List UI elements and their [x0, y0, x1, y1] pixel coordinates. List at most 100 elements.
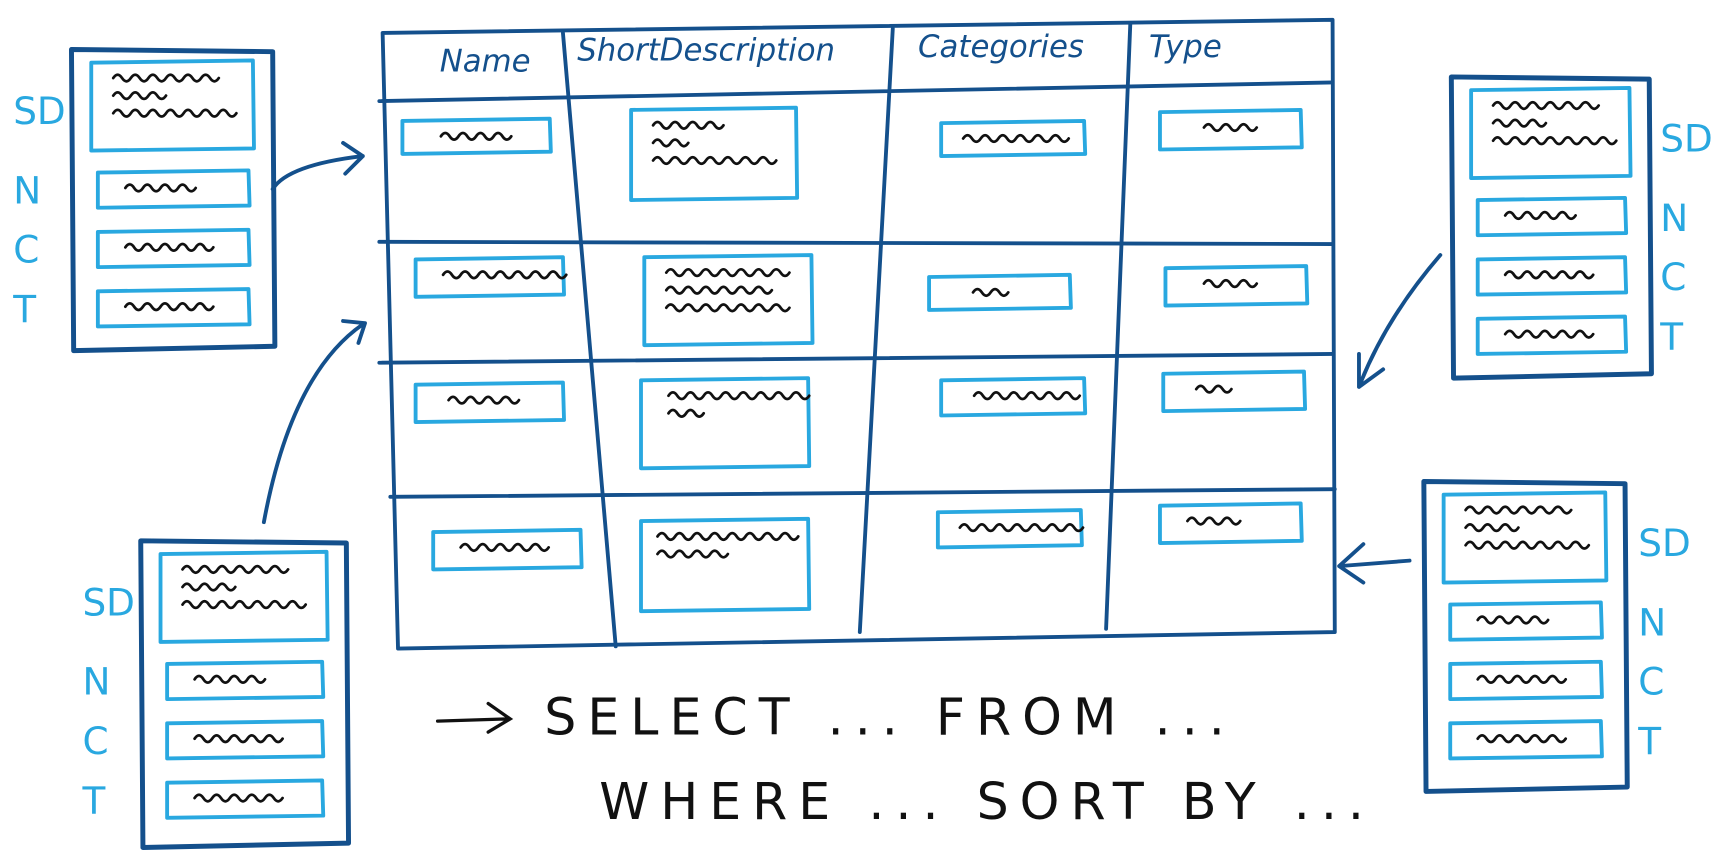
- table-sketch: [377, 17, 1337, 651]
- scribble: [1503, 270, 1595, 280]
- arrows: [261, 140, 1443, 585]
- scribble: [447, 395, 521, 405]
- scribble: [111, 90, 168, 101]
- scribble: [667, 391, 811, 401]
- card-label-sd: SD: [13, 89, 65, 133]
- card-label-n: N: [82, 660, 110, 704]
- card-top-right: SD NCT: [1448, 74, 1713, 381]
- header-shortdescription: ShortDescription: [577, 32, 835, 68]
- arrow-right-bottom: [1337, 542, 1412, 585]
- header-type: Type: [1149, 29, 1222, 65]
- arrow-left-bottom: [261, 319, 367, 525]
- card-label-t: T: [12, 287, 36, 331]
- scribble: [1464, 540, 1591, 550]
- header-name: Name: [440, 43, 531, 79]
- scribble: [1503, 329, 1595, 339]
- card-label-n: N: [1638, 600, 1666, 644]
- scribble: [1476, 674, 1568, 684]
- scribble: [1476, 734, 1568, 744]
- field-box: [1161, 369, 1308, 414]
- field-box: [413, 380, 566, 425]
- card-label-sd: SD: [1660, 117, 1712, 161]
- field-box: [939, 376, 1088, 418]
- field-box: [1469, 86, 1633, 181]
- field-box: [165, 778, 326, 820]
- field-box: [95, 227, 252, 270]
- scribble: [193, 793, 284, 803]
- scribble: [1491, 136, 1618, 146]
- scribble: [664, 285, 774, 295]
- header-categories: Categories: [918, 29, 1084, 65]
- card-label-c: C: [1638, 660, 1664, 704]
- scribble: [123, 242, 215, 252]
- scribble: [1464, 522, 1520, 533]
- field-box: [629, 105, 800, 202]
- scribble: [123, 302, 215, 312]
- card-border: [1448, 74, 1654, 381]
- scribble: [656, 531, 800, 542]
- card-label-c: C: [82, 719, 108, 763]
- field-box: [1163, 264, 1310, 308]
- scribble: [651, 155, 778, 166]
- card-border: [138, 538, 352, 850]
- field-box: [165, 659, 326, 702]
- table-border: [380, 17, 1337, 651]
- card-label-n: N: [1660, 196, 1688, 240]
- scribble: [181, 564, 290, 575]
- row-divider: [388, 487, 1337, 499]
- scribble: [1476, 615, 1550, 625]
- scribble: [459, 542, 551, 553]
- column-divider: [561, 31, 618, 649]
- scribble: [656, 549, 730, 559]
- scribble: [651, 138, 690, 148]
- field-box: [165, 719, 326, 761]
- row-divider: [377, 352, 1335, 365]
- scribble: [193, 734, 284, 744]
- field-box: [431, 527, 584, 572]
- field-box: [939, 118, 1088, 159]
- scribble: [1202, 122, 1259, 133]
- query-line-1: SELECT ... FROM ...: [544, 687, 1236, 746]
- scribble: [1491, 100, 1601, 111]
- scribble: [123, 183, 198, 193]
- scribble: [111, 108, 238, 118]
- field-box: [639, 376, 812, 471]
- field-box: [1158, 501, 1304, 545]
- field-box: [642, 253, 815, 348]
- scribble: [972, 391, 1082, 401]
- query-arrow: [435, 701, 514, 734]
- field-box: [1158, 108, 1304, 152]
- scribble: [441, 270, 568, 280]
- field-box: [400, 116, 553, 156]
- card-border: [1421, 478, 1630, 794]
- field-box: [1441, 490, 1609, 585]
- scribble: [664, 303, 791, 313]
- field-box: [89, 58, 256, 153]
- scribble: [651, 120, 725, 130]
- card-label-t: T: [81, 778, 105, 822]
- scribble: [439, 131, 513, 141]
- scribble: [1186, 516, 1242, 526]
- field-box: [1448, 659, 1604, 702]
- query-text: SELECT ... FROM ... WHERE ... SORT BY ..…: [435, 687, 1364, 831]
- row-divider: [377, 239, 1335, 246]
- field-box: [639, 516, 812, 614]
- field-box: [413, 255, 566, 299]
- scribble: [181, 599, 308, 610]
- card-label-sd: SD: [1638, 521, 1690, 565]
- field-box: [1448, 719, 1604, 761]
- field-box: [95, 287, 252, 329]
- card-label-c: C: [1660, 255, 1686, 299]
- scribble: [958, 522, 1085, 533]
- field-box: [927, 272, 1073, 312]
- card-border: [68, 46, 278, 354]
- scribble: [664, 267, 791, 278]
- scribble: [1464, 505, 1573, 515]
- row-divider: [377, 80, 1335, 104]
- card-label-t: T: [1659, 315, 1683, 359]
- arrow-left-top: [270, 140, 365, 191]
